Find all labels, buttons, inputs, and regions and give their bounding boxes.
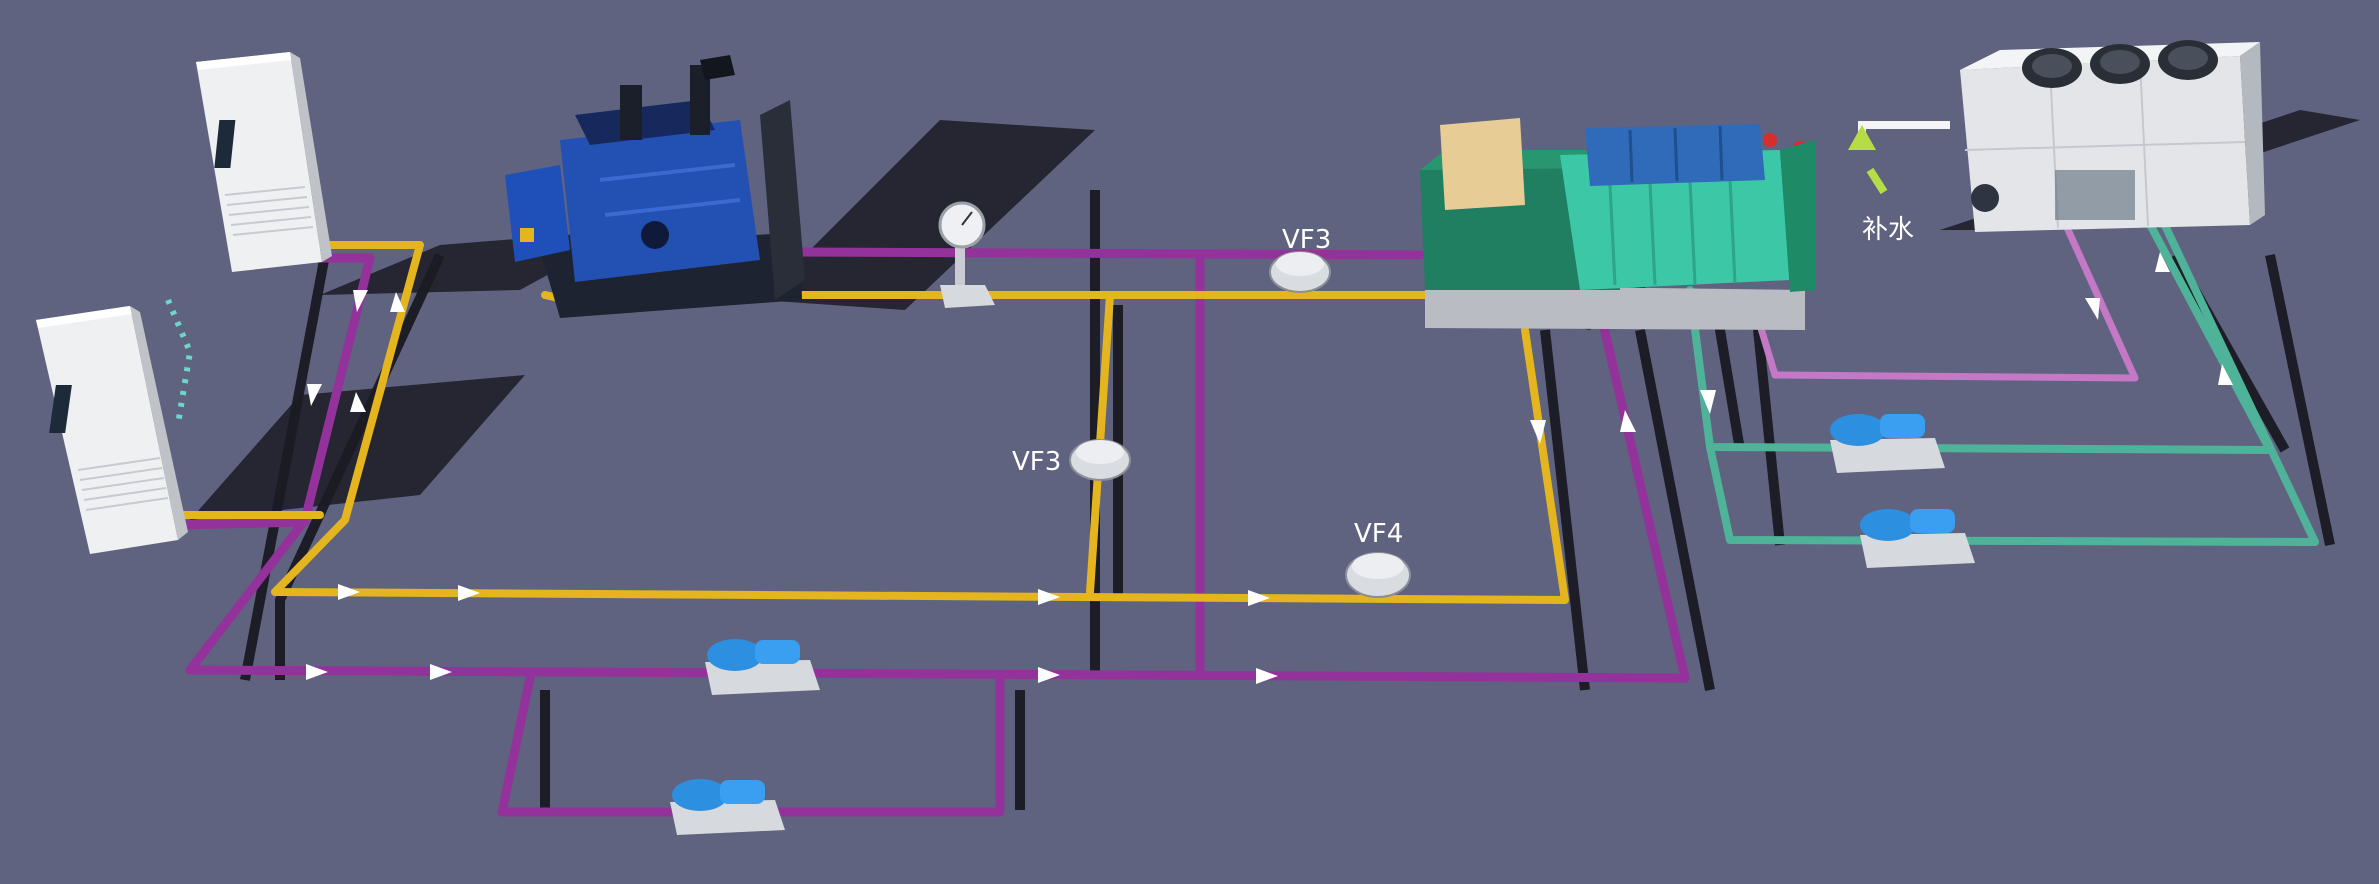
pump-cooling-lower[interactable]	[1860, 509, 1975, 568]
makeup-water-inlet	[1848, 125, 1950, 192]
arrow-right-icon	[430, 664, 452, 680]
ac-unit-lower[interactable]	[36, 306, 188, 554]
label-vf3-mid: VF3	[1012, 447, 1061, 477]
arrow-left-icon	[458, 585, 480, 601]
dry-cooler[interactable]	[1960, 40, 2265, 232]
ac-unit-upper[interactable]	[196, 52, 332, 272]
diesel-generator[interactable]	[505, 55, 805, 318]
label-vf4: VF4	[1354, 519, 1403, 549]
arrow-right-icon	[1038, 667, 1060, 683]
pump-cooling-upper[interactable]	[1830, 414, 1945, 473]
label-makeup-water: 补水	[1862, 215, 1914, 245]
chp-engine[interactable]	[1420, 118, 1815, 330]
pump-hot-upper[interactable]	[705, 639, 820, 695]
arrow-down-icon	[2085, 298, 2100, 320]
label-vf3-top: VF3	[1282, 225, 1331, 255]
fan-icon	[2022, 48, 2082, 88]
fan-icon	[2090, 44, 2150, 84]
return-pipe	[1760, 212, 2135, 378]
fan-icon	[2158, 40, 2218, 80]
arrow-left-icon	[1248, 590, 1270, 606]
signal-link	[168, 300, 190, 424]
pump-hot-lower[interactable]	[670, 779, 785, 835]
valve-vf3-mid[interactable]	[1070, 440, 1130, 480]
arrow-left-icon	[338, 584, 360, 600]
arrow-left-icon	[1038, 589, 1060, 605]
valve-vf3-top[interactable]	[1270, 252, 1330, 292]
arrow-right-icon	[1256, 668, 1278, 684]
valve-vf4[interactable]	[1346, 553, 1410, 597]
